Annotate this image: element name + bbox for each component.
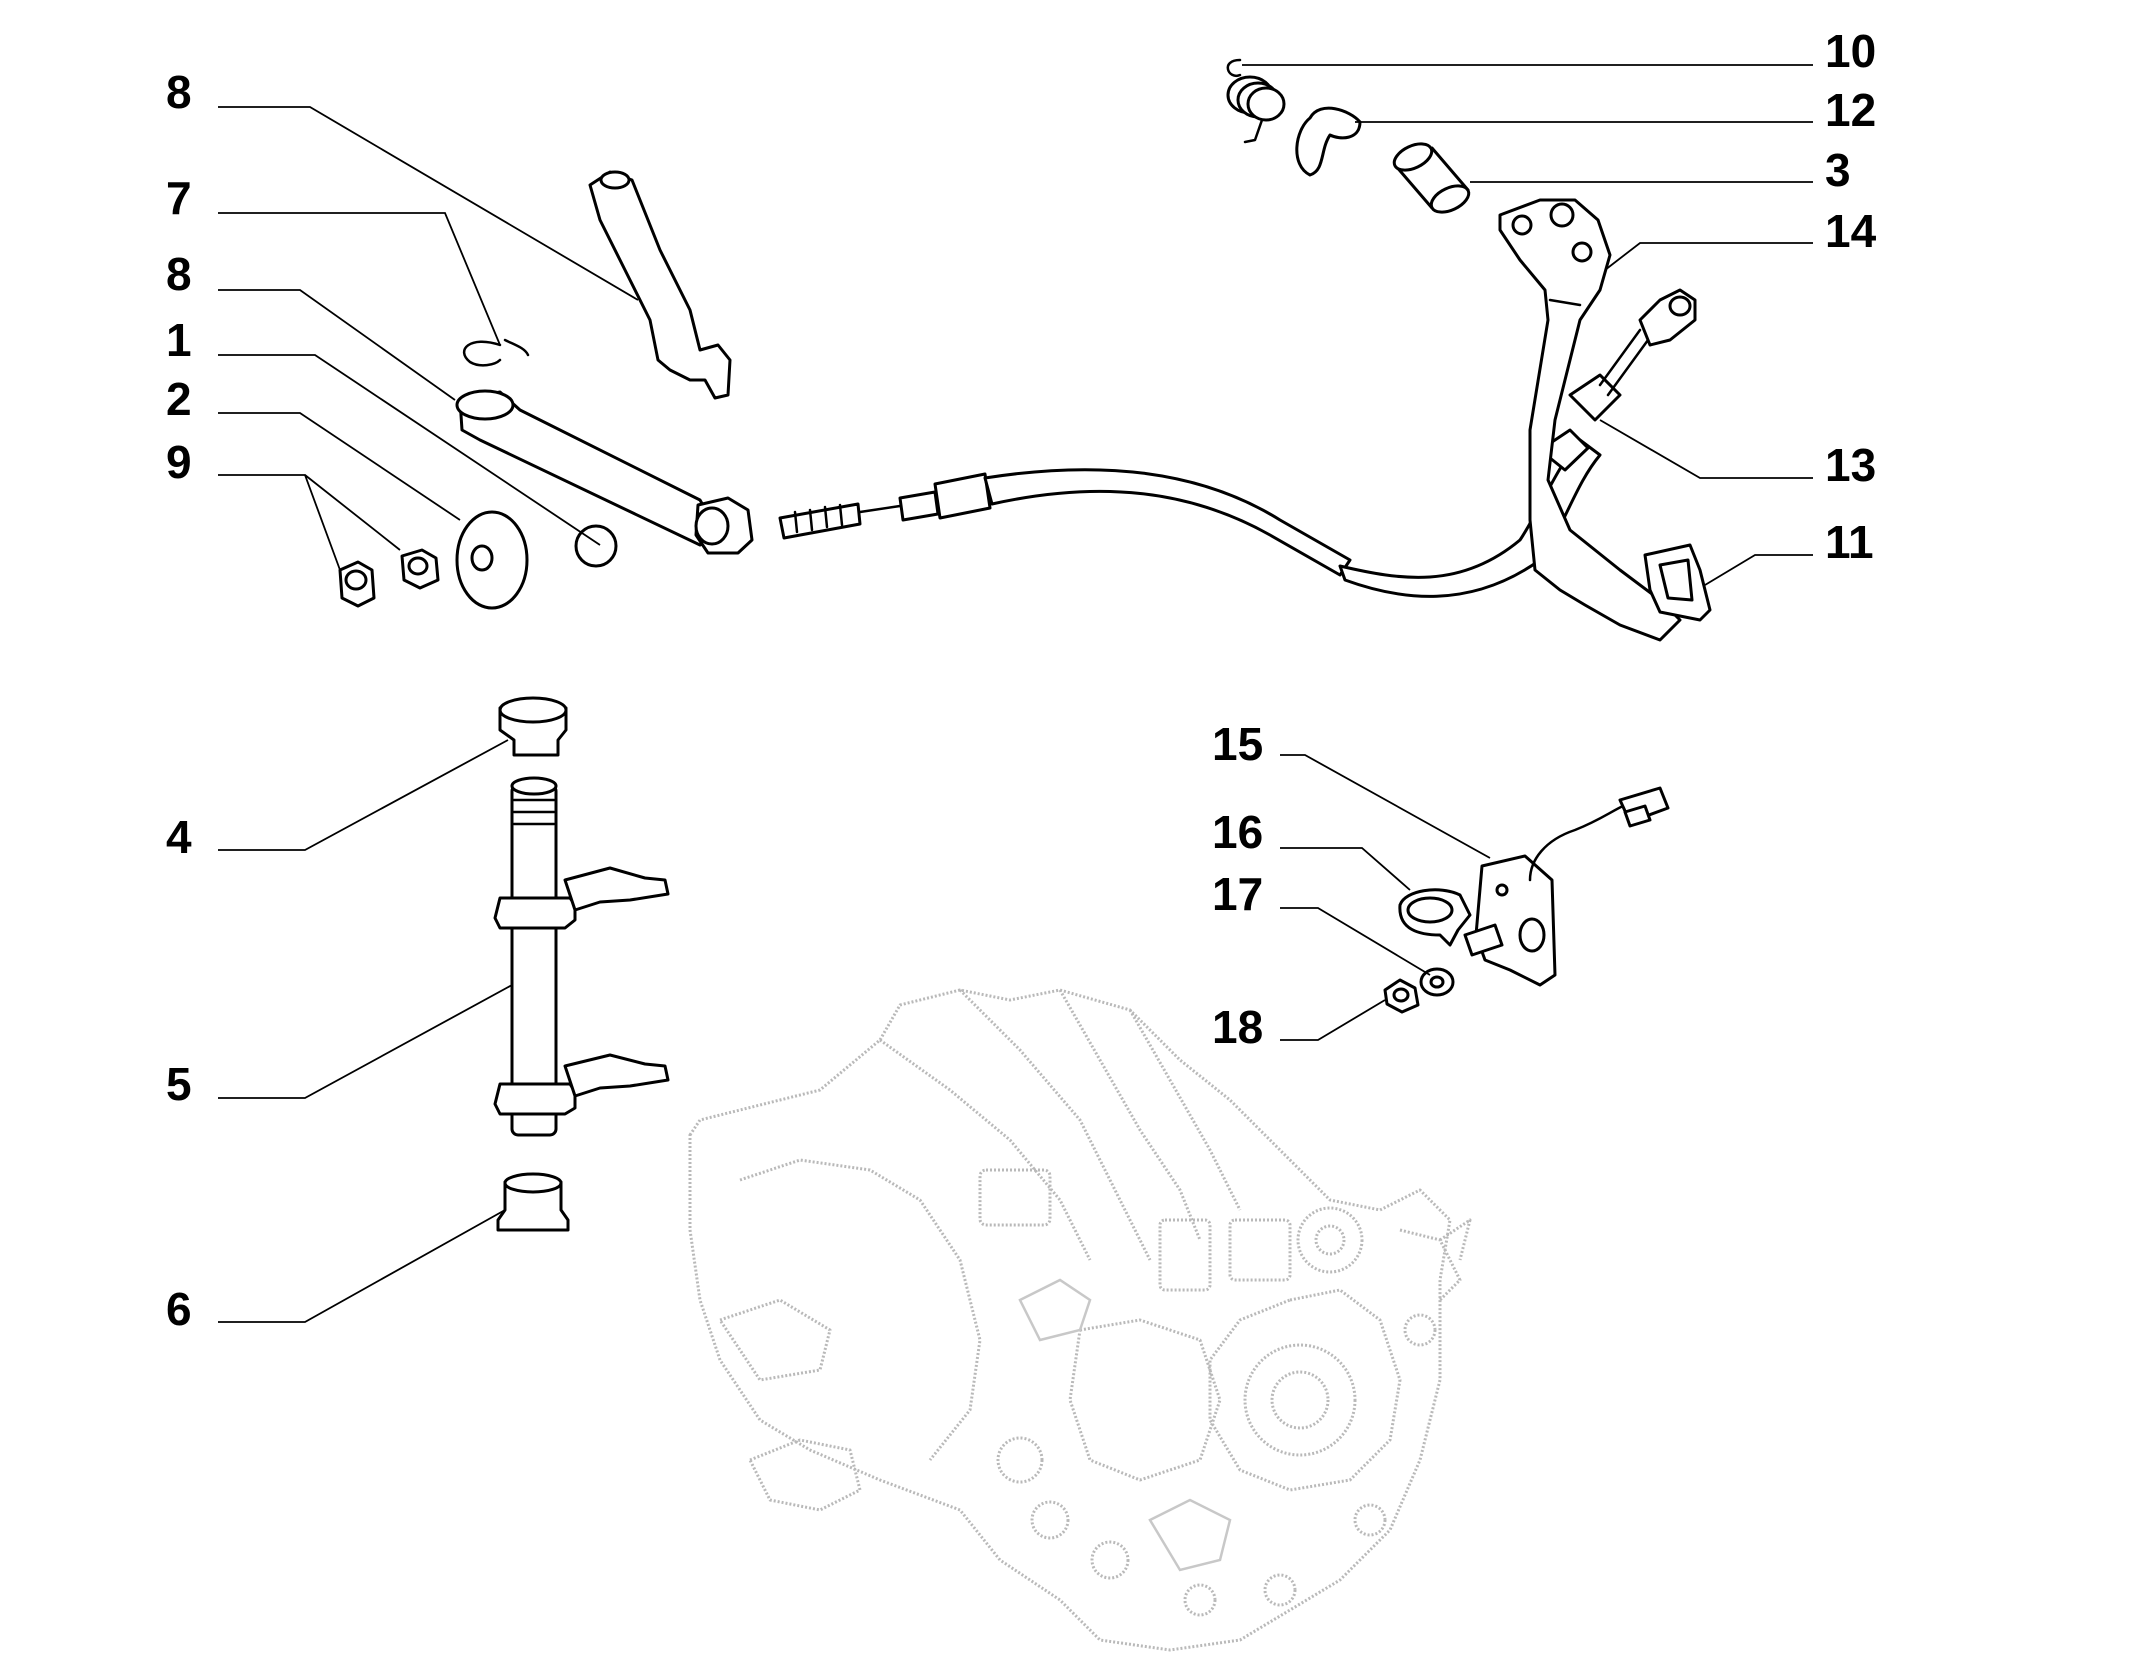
callout-15: 15 xyxy=(1212,718,1263,770)
callout-9: 9 xyxy=(166,436,192,488)
nut-part-9a xyxy=(338,560,376,608)
leader-lines xyxy=(218,64,1813,1323)
callout-2: 2 xyxy=(166,373,192,425)
nut-part-9b xyxy=(400,548,440,590)
washer-part-17 xyxy=(1419,967,1455,997)
callout-8-top: 8 xyxy=(166,66,192,118)
disc-part-2 xyxy=(455,510,529,610)
callout-4: 4 xyxy=(166,811,192,863)
bush-part-3 xyxy=(1392,142,1471,214)
callout-17: 17 xyxy=(1212,868,1263,920)
callout-3: 3 xyxy=(1825,144,1851,196)
callout-5: 5 xyxy=(166,1058,192,1110)
callout-1: 1 xyxy=(166,314,192,366)
callout-7: 7 xyxy=(166,172,192,224)
callout-10: 10 xyxy=(1825,25,1876,77)
callout-14: 14 xyxy=(1825,205,1877,257)
callout-8-middle: 8 xyxy=(166,248,192,300)
callout-6: 6 xyxy=(166,1283,192,1335)
pedal-pad-part-11 xyxy=(1643,543,1712,622)
release-arm-part-8 xyxy=(455,389,754,555)
callout-18: 18 xyxy=(1212,1001,1263,1053)
sleeve-part-16 xyxy=(1398,888,1472,947)
c-washer-part-12 xyxy=(1295,106,1362,177)
callout-11: 11 xyxy=(1825,516,1874,568)
switch-bracket-part-15 xyxy=(1463,786,1670,987)
gearbox-housing-ghost xyxy=(688,988,1472,1652)
nut-part-18 xyxy=(1383,978,1420,1014)
callout-13: 13 xyxy=(1825,439,1876,491)
spring-part-10 xyxy=(1226,58,1286,144)
bush-part-4 xyxy=(498,696,568,757)
callout-labels: 8 7 8 1 2 9 4 5 6 10 12 3 14 13 11 15 16… xyxy=(166,25,1877,1335)
lever-arm-part-8 xyxy=(588,170,732,400)
bush-part-6 xyxy=(496,1172,570,1232)
shaft-part-5 xyxy=(493,776,670,1137)
pedal-part-14 xyxy=(1498,198,1682,642)
callout-16: 16 xyxy=(1212,806,1263,858)
circlip-part-7 xyxy=(463,338,530,367)
callout-12: 12 xyxy=(1825,84,1876,136)
